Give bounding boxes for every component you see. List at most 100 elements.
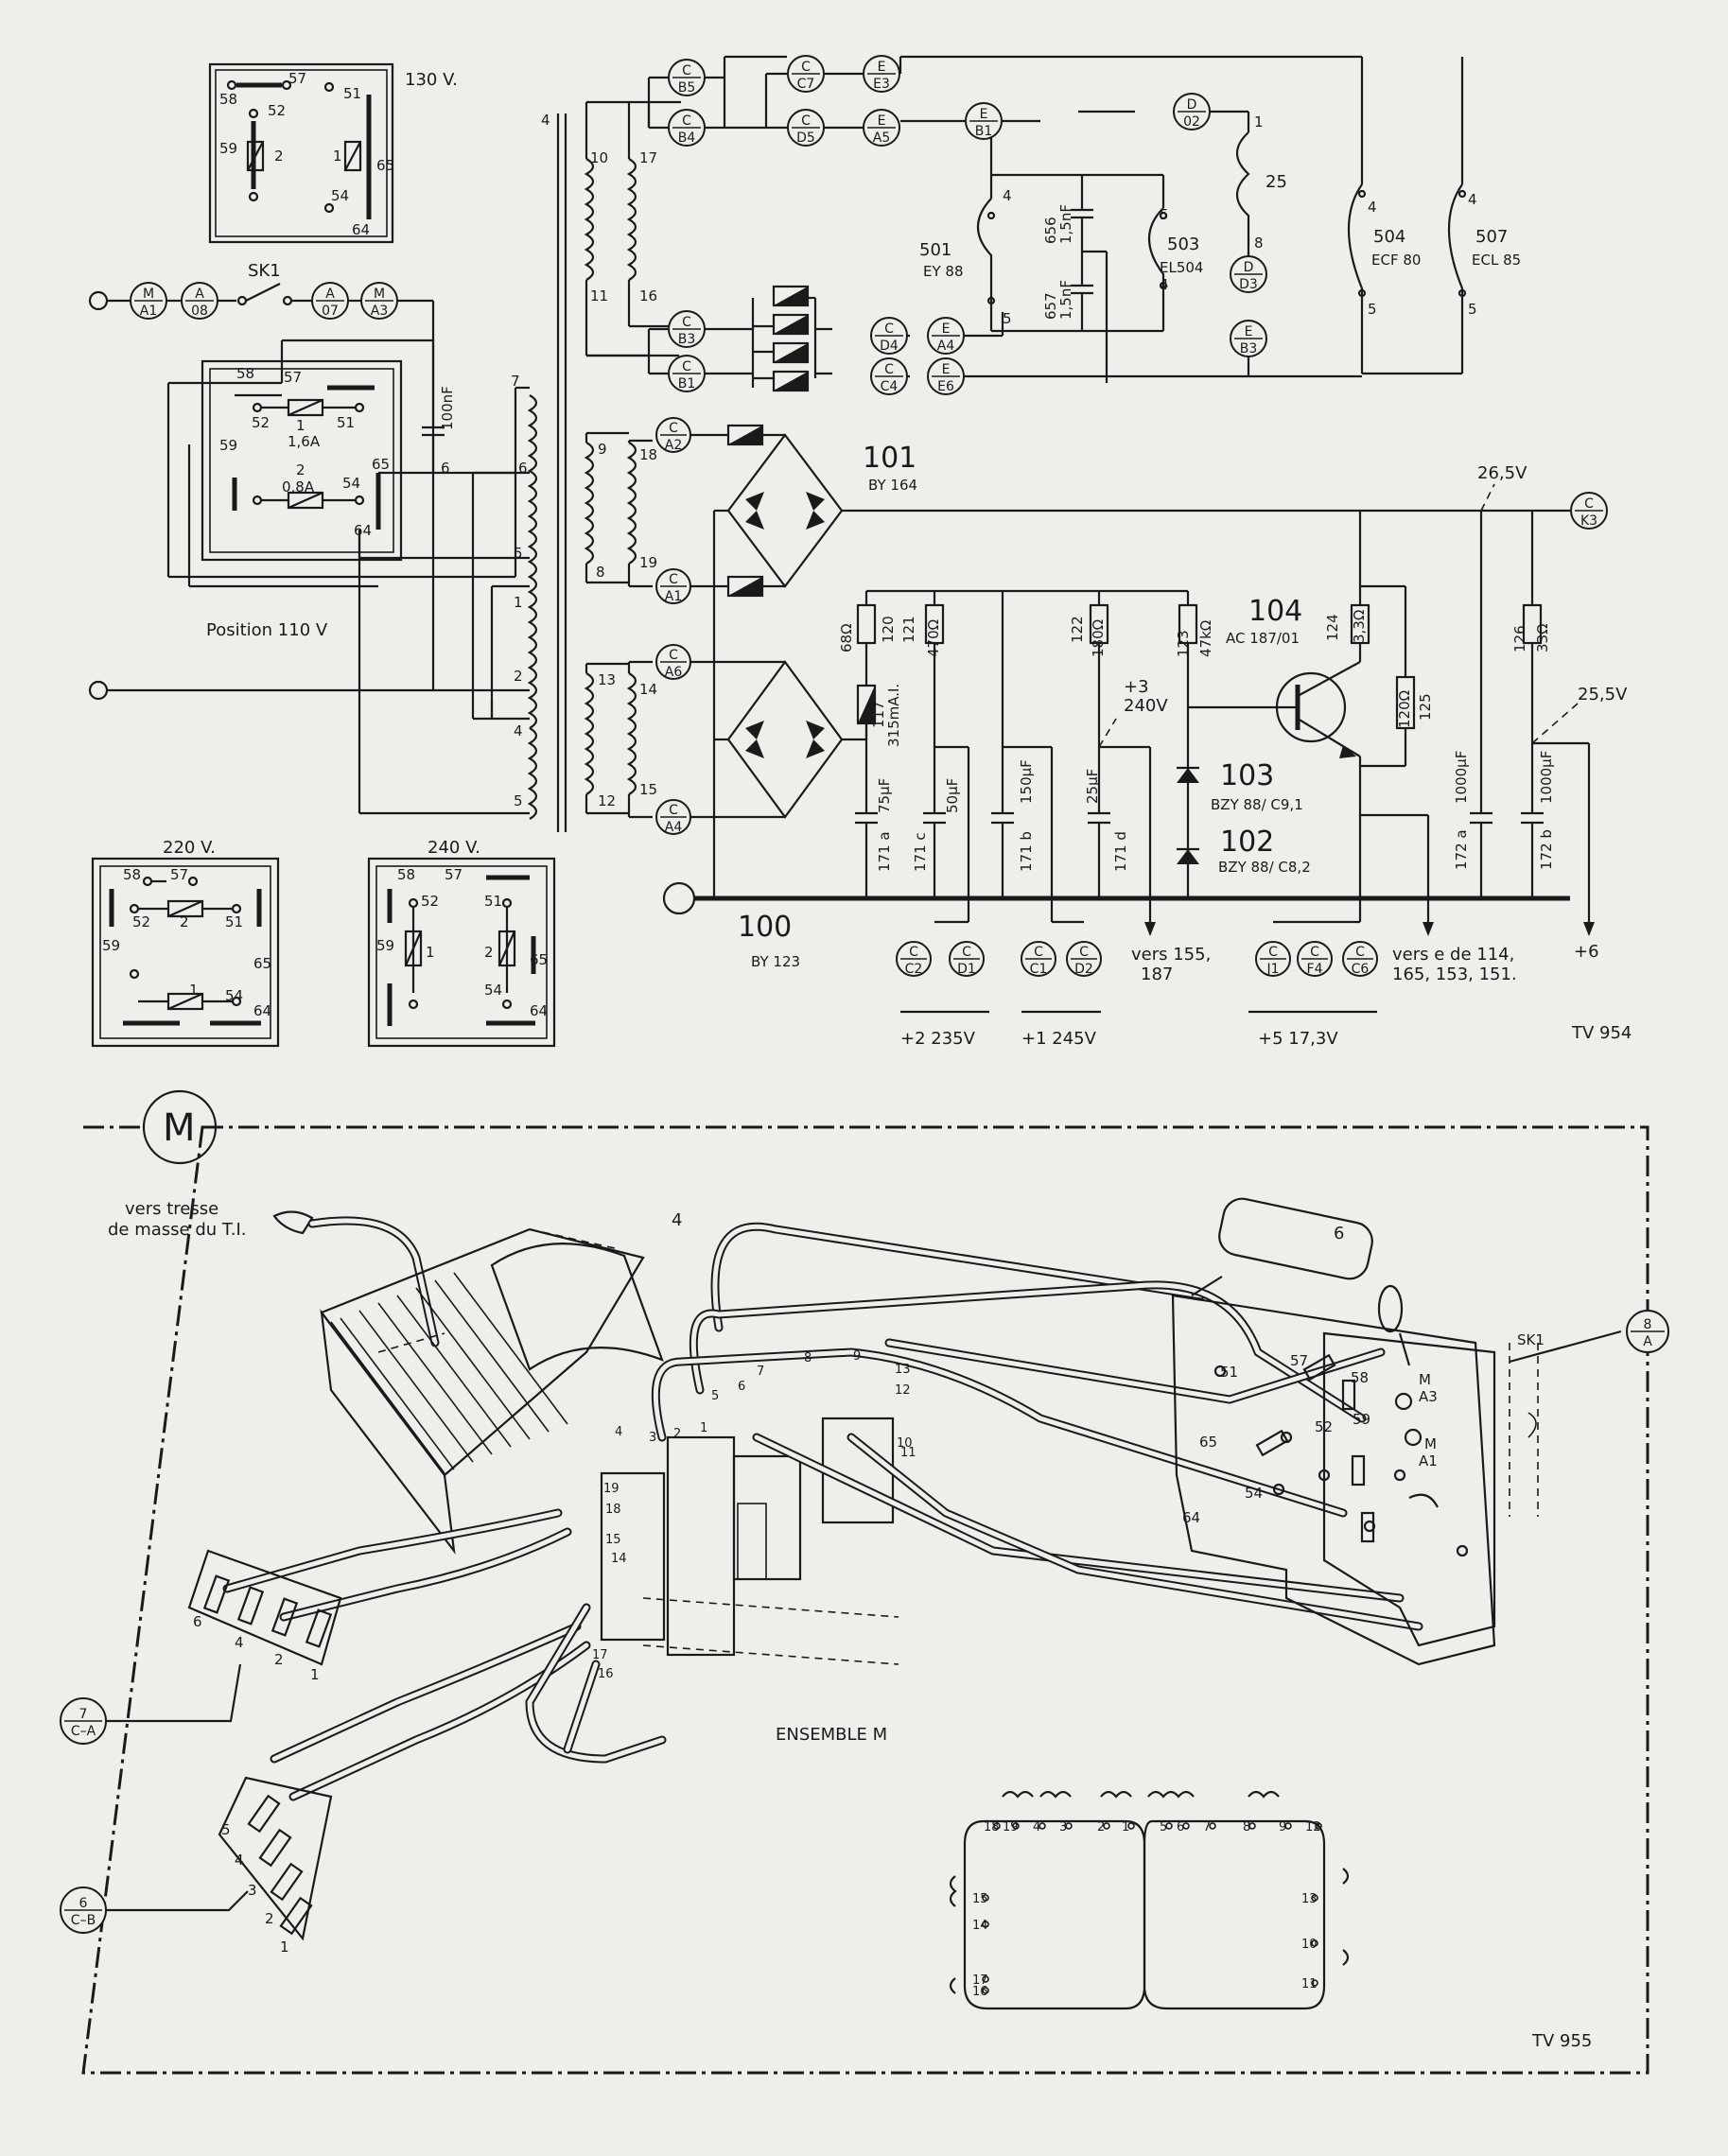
connector-bottom: D5 bbox=[796, 130, 815, 146]
panel-130v: 130 V. 58 57 52 51 59 2 1 65 54 64 bbox=[208, 62, 458, 244]
switch-ref-bottom: SK1 bbox=[1517, 1331, 1545, 1348]
connector-bottom: C2 bbox=[905, 962, 923, 977]
rectifier-connector: CA6 bbox=[655, 644, 691, 680]
volt-26-5: 26,5V bbox=[1477, 463, 1527, 483]
connector-top: C bbox=[909, 945, 918, 960]
connector-top: E bbox=[878, 60, 886, 75]
tap-label: 14 bbox=[639, 681, 657, 698]
res-ref: 121 bbox=[900, 616, 917, 643]
switch-label: SK1 bbox=[248, 261, 281, 281]
fuse1-label: 1 bbox=[296, 417, 305, 434]
zener-ref: 102 bbox=[1220, 826, 1274, 859]
connector-bubbles: MA1A08A07MA3CB5CB4CC7CD5EE3EA5EB1D02DD3E… bbox=[130, 55, 1608, 977]
output-connector: CF4 bbox=[1297, 941, 1333, 977]
output-plus6: +6 bbox=[1574, 942, 1599, 962]
terminal-number: 10 bbox=[897, 1436, 913, 1451]
connector-top: E bbox=[980, 107, 988, 122]
connector-top: E bbox=[942, 322, 951, 337]
cap-value: 50µF bbox=[944, 778, 961, 813]
pin-label: 58 bbox=[397, 866, 415, 883]
connector-bottom: E6 bbox=[937, 379, 954, 394]
heater-connector: DD3 bbox=[1230, 255, 1267, 293]
tap-label: 12 bbox=[598, 792, 616, 809]
plan-pin: 8 bbox=[1243, 1820, 1250, 1834]
terminal-number: 18 bbox=[605, 1503, 621, 1517]
terminal-number: 3 bbox=[649, 1431, 656, 1445]
terminal-number: 15 bbox=[605, 1533, 621, 1547]
connector-top: M bbox=[374, 287, 385, 302]
transistor-ref: 104 bbox=[1248, 595, 1302, 628]
cap-ref: 171 c bbox=[912, 832, 929, 872]
heater-chain-wires bbox=[586, 55, 1464, 388]
connector-top: C bbox=[962, 945, 971, 960]
connector-top: C bbox=[1034, 945, 1043, 960]
connector-top: C bbox=[682, 359, 691, 374]
pin-label: 59 bbox=[219, 140, 237, 157]
strip-pin: 4 bbox=[235, 1634, 244, 1651]
tube-pin: 4 bbox=[1368, 199, 1377, 216]
volt-25-5: 25,5V bbox=[1578, 685, 1628, 704]
plate-pin: 57 bbox=[1290, 1352, 1308, 1369]
capacitor-value: 100nF bbox=[439, 386, 456, 430]
pin-label: 57 bbox=[170, 866, 188, 883]
heater-connector: CC7 bbox=[787, 55, 825, 93]
res-value: 120Ω bbox=[1396, 690, 1413, 728]
heater-connector: EA4 bbox=[927, 317, 965, 355]
connector-bottom: E3 bbox=[873, 77, 890, 92]
terminal-number: 2 bbox=[673, 1427, 681, 1441]
connector-top: D bbox=[1244, 260, 1254, 275]
connector-bottom: B4 bbox=[678, 130, 696, 146]
strip-pin: 2 bbox=[265, 1910, 274, 1927]
cap-value: 1000µF bbox=[1538, 751, 1555, 804]
tube-ref: 25 bbox=[1265, 172, 1287, 192]
tube-501: 4 5 501 EY 88 bbox=[919, 187, 1012, 327]
connector-top: C bbox=[1355, 945, 1365, 960]
pin-label: 64 bbox=[253, 1002, 271, 1019]
rect-ref: 101 bbox=[863, 442, 916, 475]
connector-top: C bbox=[669, 803, 678, 818]
plate-pin: 54 bbox=[1245, 1485, 1263, 1502]
group3-label: +5 17,3V bbox=[1258, 1029, 1338, 1049]
tap-label: 9 bbox=[598, 441, 607, 458]
connector-bottom: C4 bbox=[881, 379, 899, 394]
tap-label: 10 bbox=[590, 149, 608, 166]
connector-bottom: C1 bbox=[1030, 962, 1048, 977]
tube-pin: 1 bbox=[1254, 113, 1264, 130]
tube-type: ECL 85 bbox=[1472, 252, 1521, 269]
cap-ref: 172 a bbox=[1453, 829, 1470, 870]
plate-pin: 59 bbox=[1353, 1411, 1370, 1428]
heater-connector: D02 bbox=[1173, 93, 1211, 130]
tube-pin: 5 bbox=[1468, 301, 1477, 318]
relay-strip bbox=[753, 285, 817, 392]
primary-winding: 4 7 6 5 1 2 4 5 bbox=[88, 112, 567, 832]
pin-label: 58 bbox=[123, 866, 141, 883]
tap-label: 19 bbox=[639, 554, 657, 571]
pin-label: 64 bbox=[352, 221, 370, 238]
cap-value: 75µF bbox=[876, 778, 893, 813]
plan-pin: 7 bbox=[1203, 1820, 1211, 1834]
tube-pin: 8 bbox=[1254, 235, 1264, 252]
connector-bottom: 02 bbox=[1183, 114, 1200, 130]
cap-value: 25µF bbox=[1084, 769, 1101, 804]
pin-label: 65 bbox=[372, 456, 390, 473]
terminal-number: 19 bbox=[603, 1482, 620, 1496]
tap-label: 4 bbox=[514, 722, 523, 739]
strip-pin: 5 bbox=[221, 1821, 231, 1838]
cap-ref: 171 d bbox=[1112, 831, 1129, 872]
output-connector: CJ1 bbox=[1255, 941, 1291, 977]
pin-label: 52 bbox=[268, 102, 286, 119]
pin-label: 64 bbox=[530, 1002, 548, 1019]
tube-type: EY 88 bbox=[923, 263, 964, 280]
tap-label: 11 bbox=[590, 287, 608, 304]
pin-label: 54 bbox=[331, 187, 349, 204]
tube-ref: 503 bbox=[1167, 235, 1199, 254]
pin-label: 51 bbox=[225, 913, 243, 930]
output-connector: C C1 bbox=[1021, 941, 1056, 977]
plan-pin: 2 bbox=[1097, 1820, 1105, 1834]
volt-plus3: +3 bbox=[1124, 677, 1149, 697]
zener-type: BZY 88/ C8,2 bbox=[1218, 859, 1311, 876]
vers-155-line2: 187 bbox=[1141, 965, 1173, 984]
heater-connector: EA5 bbox=[863, 109, 900, 147]
top-schematic: 130 V. 58 57 52 51 59 2 1 65 54 64 bbox=[88, 55, 1632, 1049]
tube-pin: 4 bbox=[1468, 191, 1477, 208]
